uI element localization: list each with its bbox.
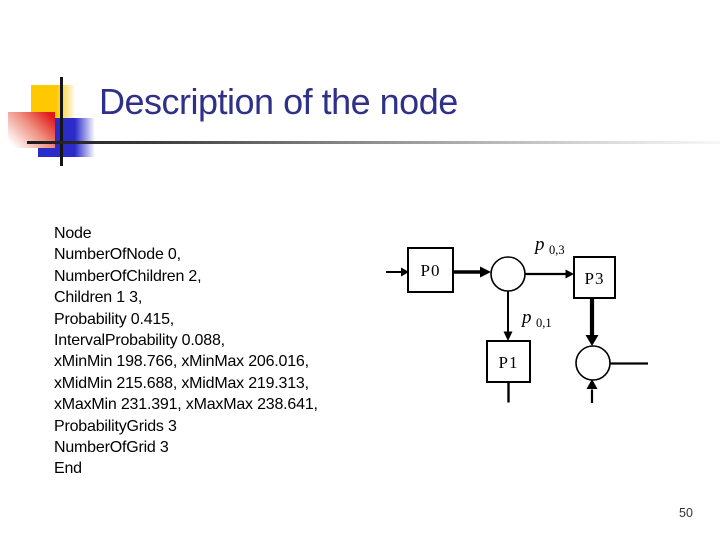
body-line: NumberOfChildren 2, [54, 267, 202, 285]
edge-label-p03: p 0,3 [533, 234, 565, 257]
p0-label: P0 [421, 261, 441, 280]
body-line: Probability 0.415, [54, 310, 175, 328]
edge-junction-p1-arrowhead-icon [503, 331, 513, 341]
slide-title: Description of the node [99, 81, 458, 122]
edge-p3-junction2-arrowhead-icon [585, 335, 599, 346]
input-arrowhead-icon [401, 267, 409, 277]
edge-label-p03-base: p [533, 234, 545, 255]
body-line: NumberOfGrid 3 [54, 439, 169, 457]
node-graph-diagram: P0 p 0,3 p 0,1 P3 [386, 234, 648, 403]
body-line: ProbabilityGrids 3 [54, 417, 177, 435]
edge-label-p01-subscript: 0,1 [536, 316, 552, 330]
body-line: End [54, 460, 82, 478]
body-line: Children 1 3, [54, 289, 143, 307]
junction-circle-1 [490, 256, 526, 292]
p1-label: P1 [499, 353, 519, 372]
body-line: xMinMin 198.766, xMinMax 206.016, [54, 353, 309, 371]
body-line: NumberOfNode 0, [54, 246, 181, 264]
edge-label-p03-subscript: 0,3 [549, 243, 565, 257]
edge-p0-junction-arrowhead-icon [480, 266, 491, 278]
body-line: xMaxMin 231.391, xMaxMax 238.641, [54, 396, 318, 414]
junction-circle-2 [575, 345, 611, 381]
edge-label-p01-base: p [520, 307, 532, 328]
edge-label-p01: p 0,1 [520, 307, 552, 330]
edge-junction-p3-arrowhead-icon [565, 269, 574, 279]
node-description-text: Node NumberOfNode 0, NumberOfChildren 2,… [54, 223, 318, 480]
decor-vertical-line [60, 77, 63, 166]
title-underline-rule [27, 140, 720, 144]
body-line: Node [54, 225, 92, 242]
page-number: 50 [679, 506, 693, 520]
body-line: xMidMin 215.688, xMidMax 219.313, [54, 374, 309, 392]
junction2-input-arrowhead-icon [586, 379, 598, 389]
body-line: IntervalProbability 0.088, [54, 332, 225, 350]
p0-box [407, 247, 454, 293]
p3-box [573, 256, 616, 299]
p3-label: P3 [585, 269, 605, 288]
